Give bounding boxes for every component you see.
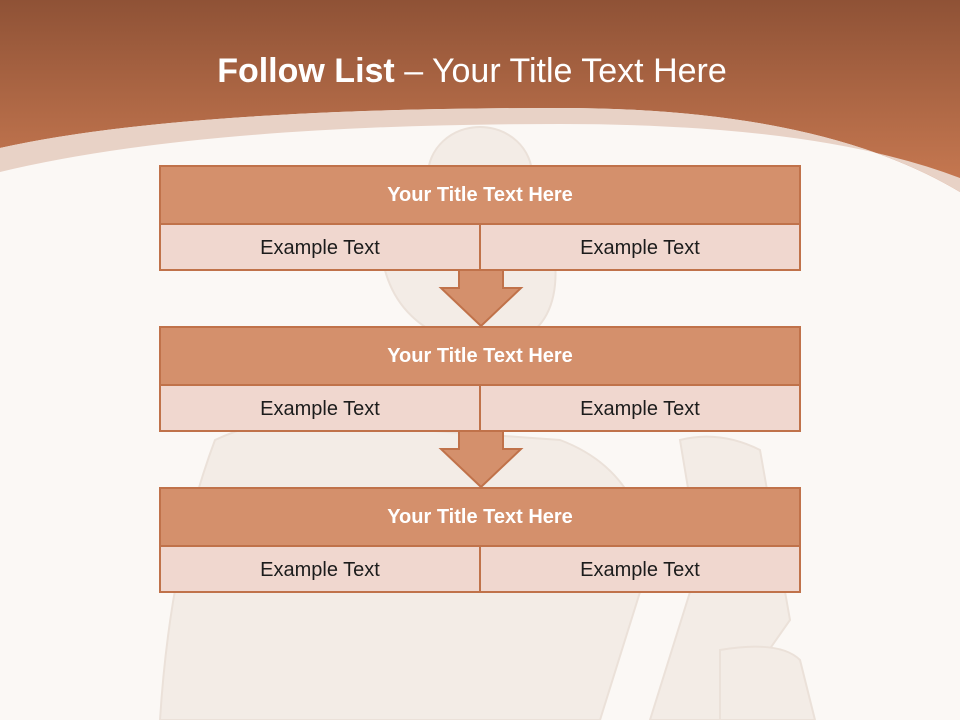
block-row: Example Text Example Text	[161, 547, 799, 593]
block-cell-right: Example Text	[479, 547, 799, 593]
list-block-3: Your Title Text Here Example Text Exampl…	[159, 487, 801, 593]
block-row: Example Text Example Text	[161, 386, 799, 432]
header-band	[0, 0, 960, 192]
slide-title-bold: Follow List	[217, 52, 395, 90]
block-cell-left: Example Text	[260, 558, 380, 581]
block-cell-right: Example Text	[479, 386, 799, 432]
list-block-2: Your Title Text Here Example Text Exampl…	[159, 326, 801, 432]
block-title: Your Title Text Here	[161, 167, 799, 225]
slide-title-rest: – Your Title Text Here	[404, 52, 727, 90]
block-title: Your Title Text Here	[161, 489, 799, 547]
slide-title: Follow List – Your Title Text Here	[0, 52, 944, 91]
list-block-1: Your Title Text Here Example Text Exampl…	[159, 165, 801, 271]
down-arrow-icon	[438, 430, 524, 489]
block-cell-right: Example Text	[479, 225, 799, 271]
block-row: Example Text Example Text	[161, 225, 799, 271]
down-arrow-icon	[438, 269, 524, 328]
block-cell-left: Example Text	[260, 236, 380, 259]
block-title: Your Title Text Here	[161, 328, 799, 386]
block-cell-left: Example Text	[260, 397, 380, 420]
